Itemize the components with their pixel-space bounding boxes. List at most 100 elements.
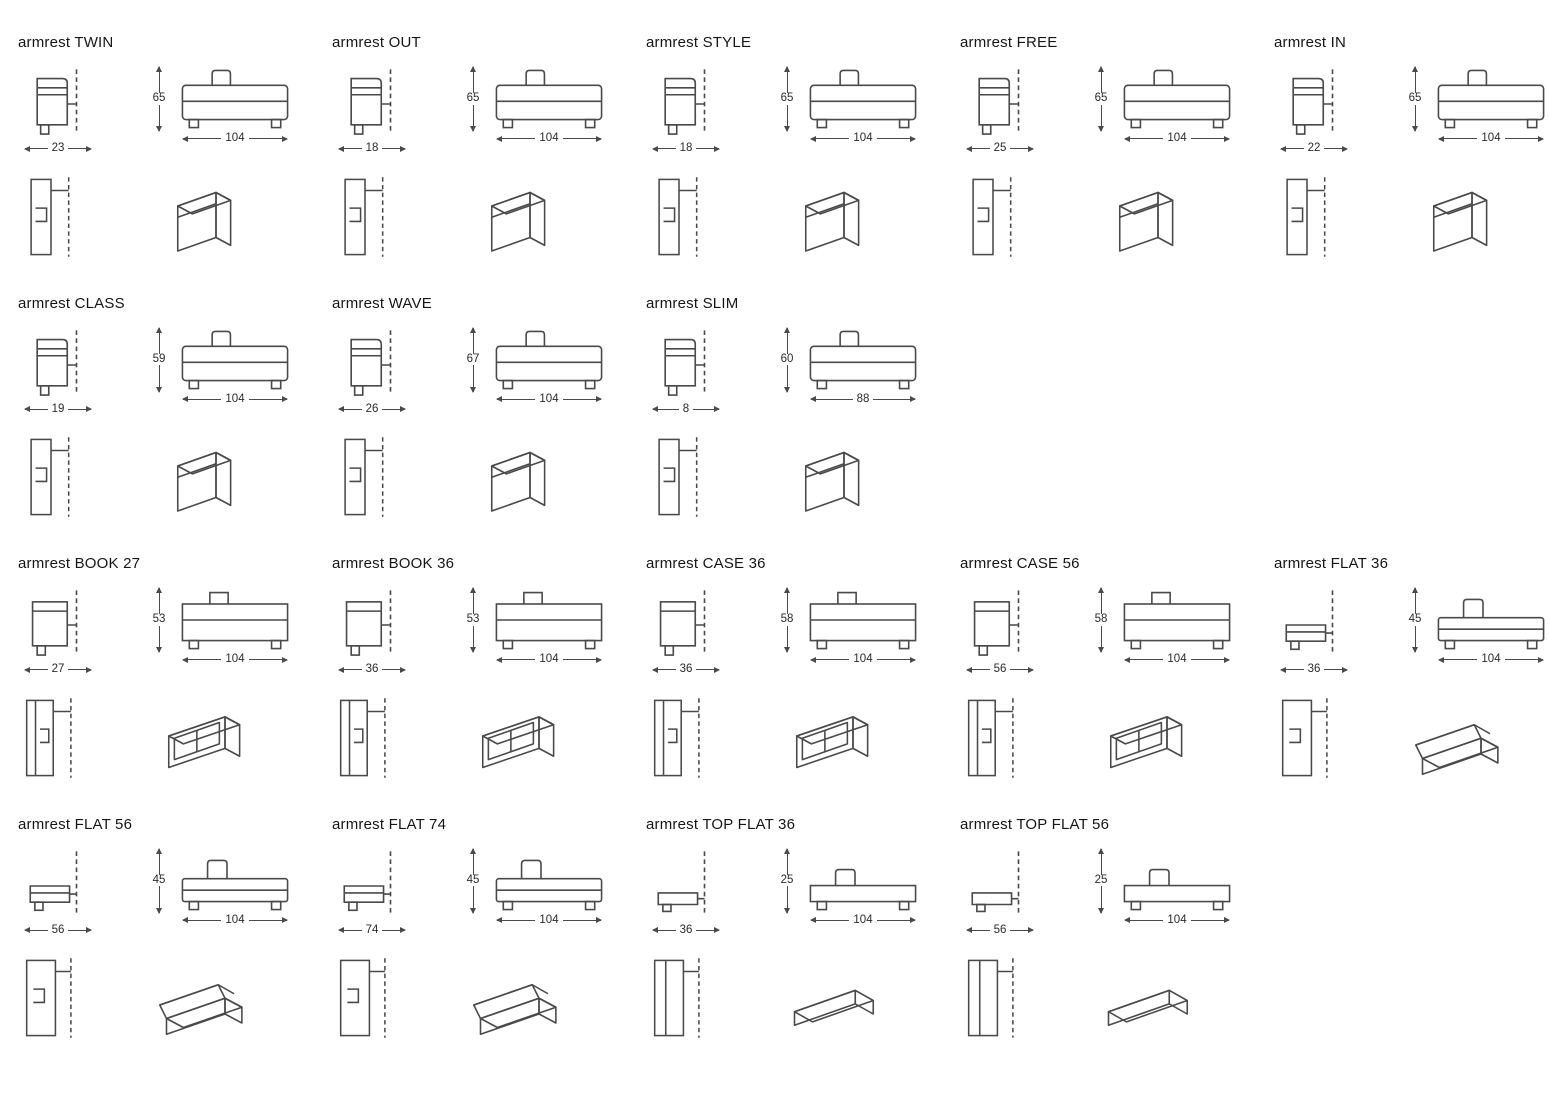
dimension-line [562, 396, 603, 403]
dimension-line [156, 104, 162, 133]
side-width-dimension: 36 [652, 663, 720, 676]
plan-view [646, 696, 750, 780]
isometric-view-drawing [776, 179, 894, 269]
dimension-line [382, 927, 406, 934]
height-value: 65 [1408, 92, 1422, 105]
front-view: 45 104 [148, 847, 324, 927]
side-view: 18 [646, 67, 726, 155]
front-width-value: 104 [539, 132, 559, 144]
plan-view [18, 956, 122, 1040]
front-width-value: 104 [853, 132, 873, 144]
side-width-value: 25 [993, 142, 1007, 154]
armrest-cell: armrest FLAT 74 74 45 [332, 816, 646, 1051]
front-width-dimension: 104 [495, 393, 603, 406]
dimension-line [24, 406, 48, 413]
isometric-view [462, 435, 638, 529]
front-view: 25 104 [776, 847, 952, 927]
side-width-dimension: 19 [24, 402, 92, 416]
height-value: 25 [780, 873, 794, 886]
dimension-line [809, 656, 850, 663]
height-dimension: 58 [1090, 586, 1112, 654]
height-value: 60 [780, 352, 794, 365]
dimension-line [156, 586, 162, 615]
armrest-title: armrest TOP FLAT 36 [646, 815, 796, 833]
armrest-views: 36 58 104 [646, 586, 952, 790]
side-width-dimension: 18 [338, 142, 406, 155]
armrest-views: 18 65 104 [332, 65, 638, 269]
plan-view [332, 696, 436, 780]
dimension-line [338, 406, 362, 413]
dimension-line [1098, 847, 1104, 875]
dimension-line [470, 886, 476, 914]
armrest-title: armrest WAVE [332, 294, 432, 312]
dimension-line [338, 927, 362, 934]
height-value: 67 [466, 352, 480, 365]
front-view: 65 104 [1090, 65, 1266, 145]
dimension-line [1098, 586, 1104, 615]
dimension-line [1324, 145, 1348, 152]
armrest-title: armrest CLASS [18, 294, 125, 312]
side-view-drawing [650, 588, 722, 662]
front-view: 65 104 [148, 65, 324, 145]
height-dimension: 58 [776, 586, 798, 654]
plan-view [960, 175, 1064, 259]
front-view: 60 88 [776, 326, 952, 406]
dimension-line [652, 666, 676, 673]
plan-view [646, 435, 750, 519]
dimension-line [696, 666, 720, 673]
side-width-value: 18 [679, 142, 693, 154]
dimension-line [181, 656, 222, 663]
dimension-line [1123, 656, 1164, 663]
armrest-row: armrest BOOK 27 27 53 [18, 555, 1545, 790]
isometric-view [462, 175, 638, 269]
dimension-line [809, 135, 850, 142]
isometric-view [776, 175, 952, 269]
isometric-view-drawing [1090, 960, 1208, 1050]
plan-view-drawing [650, 956, 708, 1040]
front-width-value: 104 [1167, 913, 1187, 926]
side-width-dimension: 22 [1280, 142, 1348, 155]
side-width-dimension: 36 [1280, 663, 1348, 676]
front-view-column: 104 [176, 67, 294, 145]
front-width-dimension: 104 [495, 914, 603, 927]
plan-view-drawing [22, 696, 80, 780]
dimension-line [68, 406, 92, 413]
side-view: 36 [1274, 588, 1354, 676]
dimension-line [1098, 104, 1104, 133]
armrest-views: 36 45 104 [1274, 586, 1549, 790]
height-dimension: 65 [776, 65, 798, 133]
armrest-title: armrest OUT [332, 34, 421, 51]
side-view-drawing [336, 849, 408, 923]
side-width-value: 19 [51, 402, 65, 415]
dimension-line [1412, 625, 1418, 654]
dimension-line [495, 917, 536, 924]
front-view-drawing [804, 328, 922, 392]
dimension-line [696, 145, 720, 152]
side-width-value: 36 [679, 663, 693, 675]
front-view-column: 104 [1118, 67, 1236, 145]
front-view-drawing [490, 849, 608, 913]
dimension-line [470, 847, 476, 875]
dimension-line [876, 656, 917, 663]
isometric-view-drawing [1404, 700, 1522, 790]
isometric-view [1090, 175, 1266, 269]
dimension-line [652, 406, 679, 413]
plan-view-drawing [1278, 175, 1336, 259]
height-dimension: 45 [148, 847, 170, 914]
armrest-grid: armrest TWIN 23 65 [18, 34, 1545, 1051]
plan-view [18, 696, 122, 780]
front-width-value: 104 [225, 392, 245, 405]
plan-view [1274, 175, 1378, 259]
side-view-drawing [22, 328, 94, 402]
dimension-line [470, 104, 476, 133]
armrest-views: 18 65 104 [646, 65, 952, 269]
plan-view-drawing [336, 435, 394, 519]
front-view-column: 104 [1118, 849, 1236, 927]
dimension-line [181, 917, 222, 924]
side-view: 36 [646, 588, 726, 676]
dimension-line [1190, 135, 1231, 142]
front-view-drawing [1432, 588, 1549, 652]
side-view: 56 [18, 849, 98, 937]
side-view: 22 [1274, 67, 1354, 155]
armrest-cell: armrest IN 22 65 [1274, 34, 1549, 269]
